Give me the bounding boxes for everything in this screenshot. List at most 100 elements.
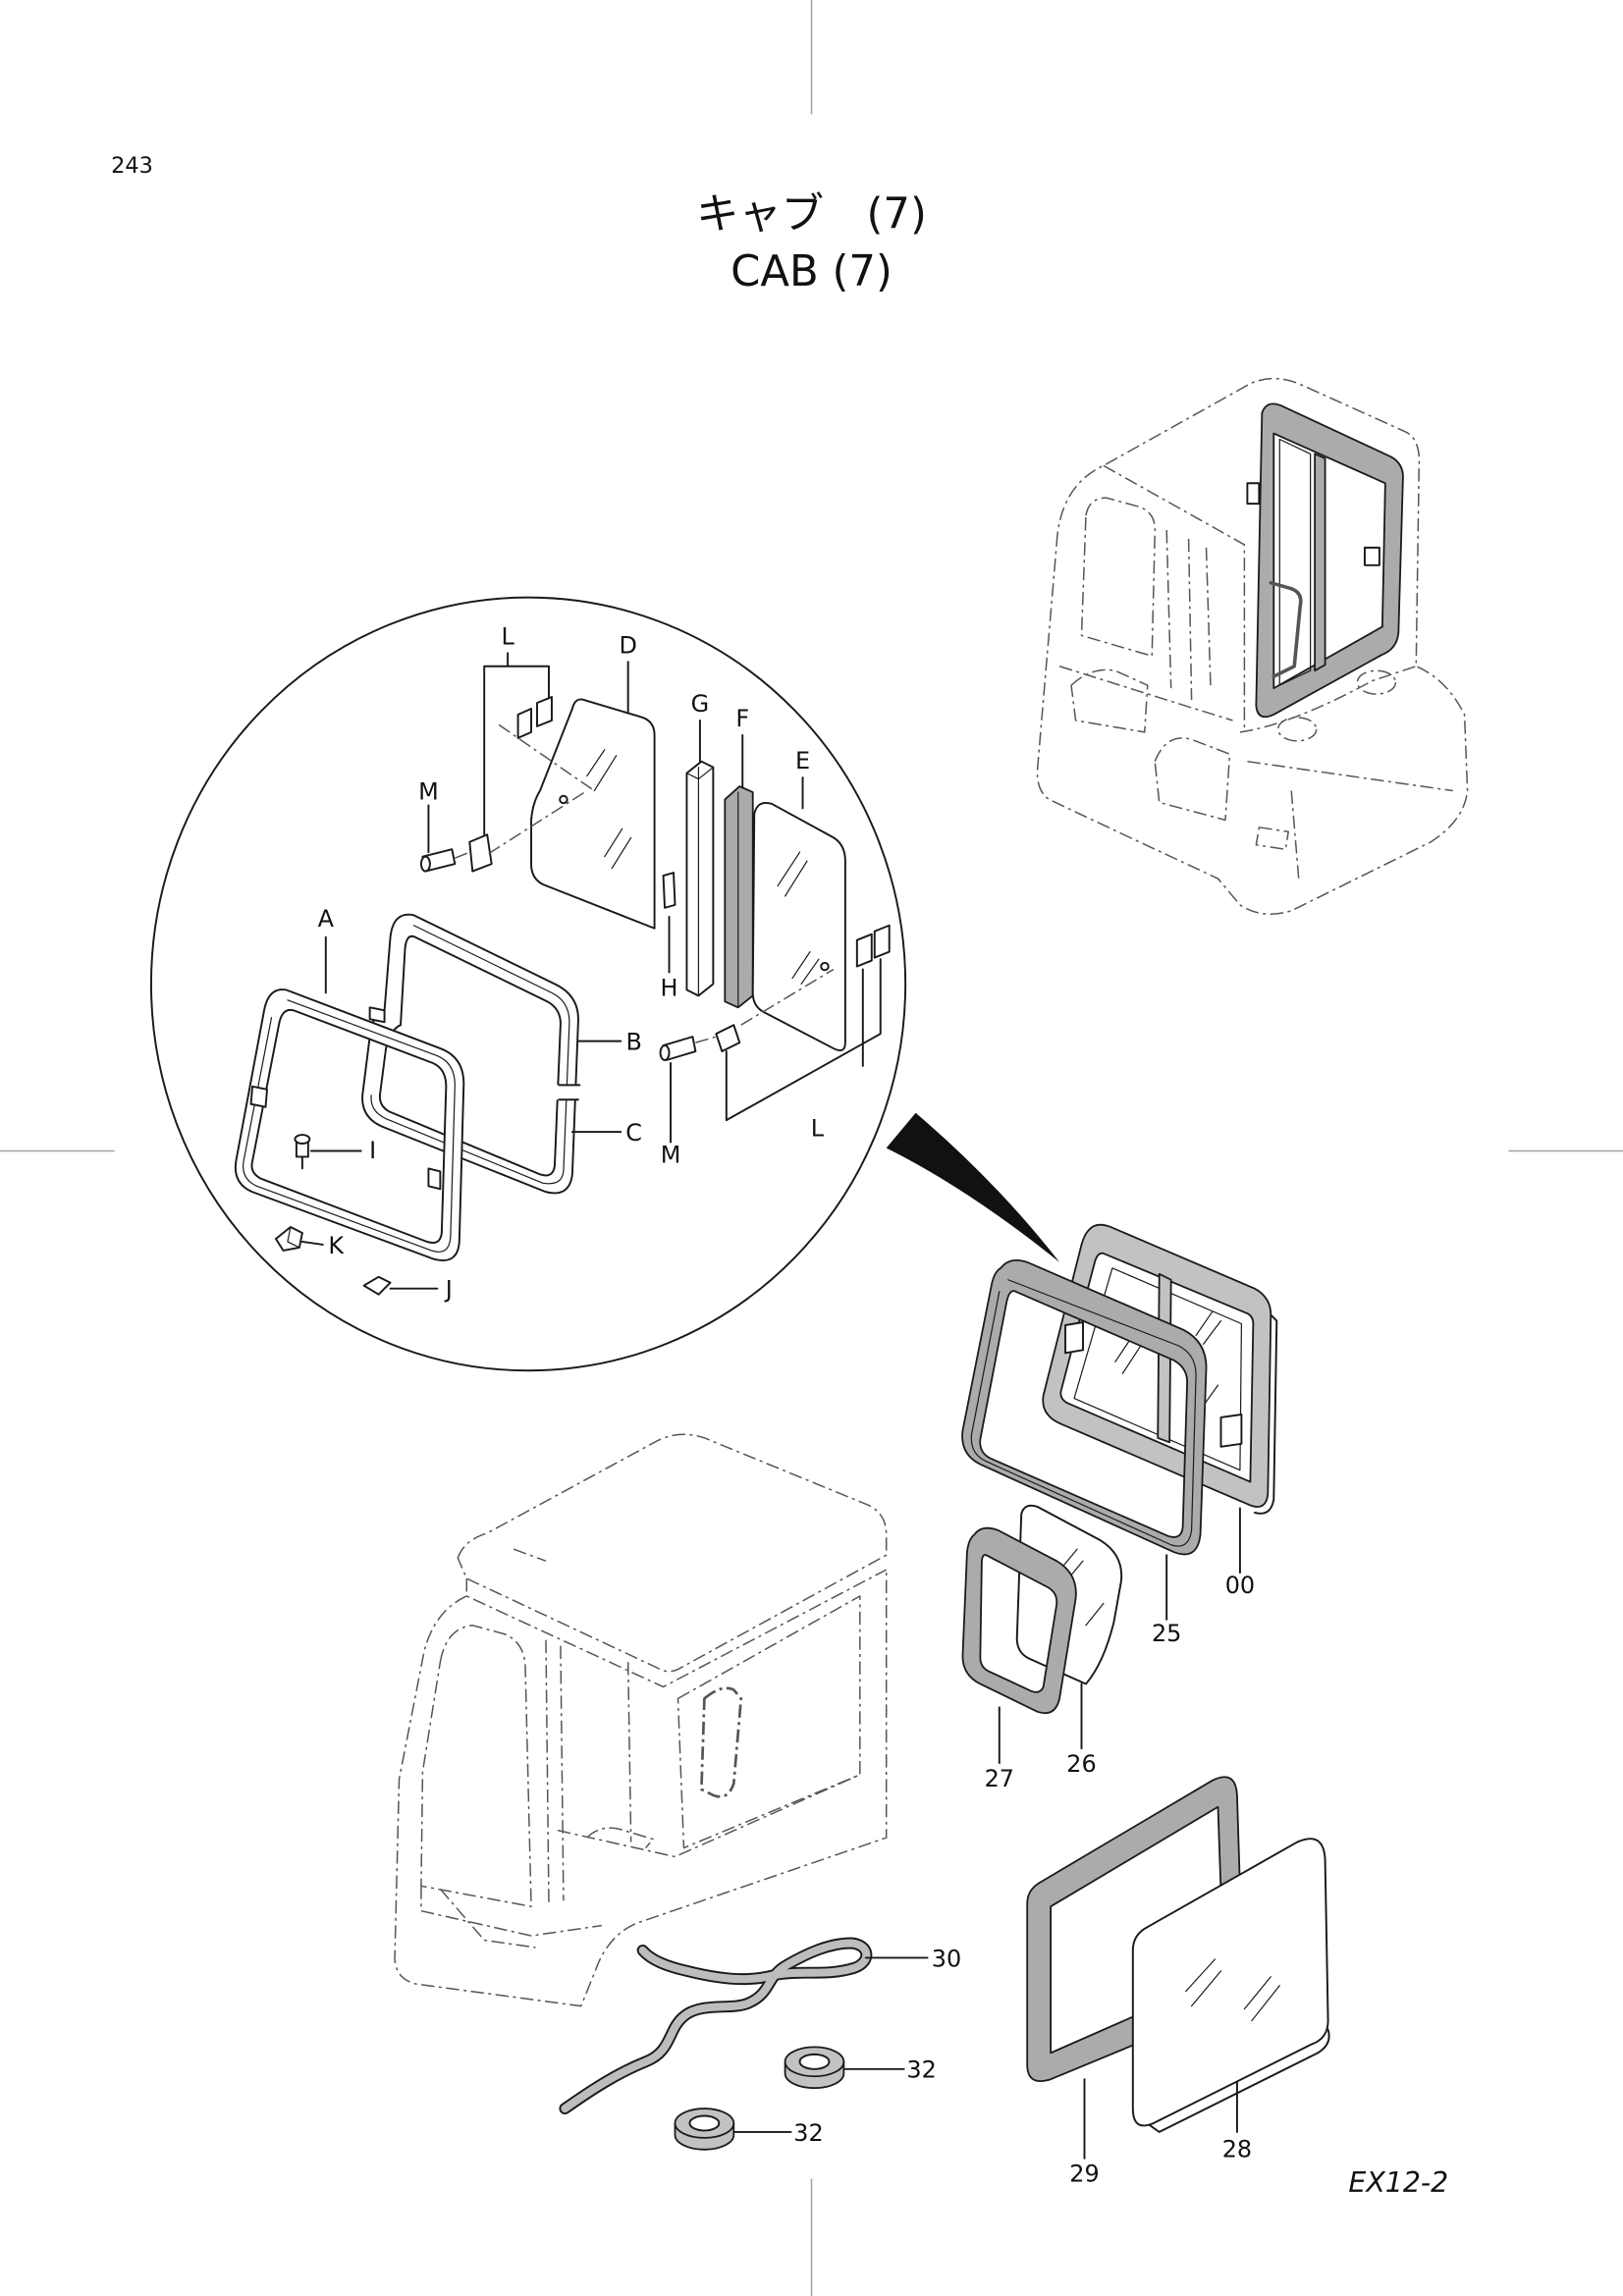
glass-e-hole (820, 961, 830, 972)
weather-strip-25-midline (970, 1279, 1197, 1547)
cab-body-door-opening (420, 1625, 532, 1907)
cab-body-inner-floor (557, 1774, 861, 1858)
window-assembly-divider (1157, 1272, 1172, 1444)
cab-body-floor (420, 1886, 602, 1949)
callout-m-right: M (661, 1141, 681, 1168)
weather-strip-bc-ends (558, 1084, 581, 1101)
callout-29: 29 (1069, 2161, 1099, 2188)
screw-m-right-head (659, 1044, 671, 1061)
part-h (662, 872, 676, 909)
strip-f (724, 785, 754, 1009)
weather-strip-25 (961, 1259, 1208, 1556)
highlighted-window-divider (1314, 453, 1326, 672)
window-latch-right (1363, 546, 1380, 566)
leader-i (300, 1149, 362, 1170)
cab-pillar (1165, 529, 1212, 701)
alignment-line-lower (695, 968, 835, 1043)
callout-k: K (328, 1232, 345, 1259)
cab-light (1255, 827, 1289, 850)
glass-d-glare (586, 749, 632, 870)
cab-body-roof-edge (465, 1548, 888, 1688)
window-assembly-depth-edge (1253, 1313, 1278, 1515)
page-title-japanese: キャブ (7) (696, 190, 927, 240)
cab-body-window-opening (676, 1595, 861, 1849)
callout-26: 26 (1066, 1750, 1096, 1778)
cab-body-inner-opening (700, 1686, 743, 1798)
callout-00: 00 (1225, 1572, 1255, 1599)
callout-27: 27 (985, 1765, 1014, 1792)
weather-strip-30-fill (561, 1939, 871, 2113)
callout-b: B (625, 1029, 641, 1056)
weather-strip-27 (961, 1526, 1077, 1715)
highlighted-window-opening (1269, 580, 1303, 678)
cab-hood-bump-right (1356, 669, 1397, 695)
window-frame-a-midline (243, 999, 456, 1253)
cab-body-pillars (545, 1639, 632, 1904)
callout-30: 30 (932, 1945, 961, 1972)
window-assembly-latch-left (1064, 1321, 1084, 1355)
glass-d (530, 698, 656, 930)
bracket-l-right-upper-2 (873, 924, 891, 959)
callout-i: I (369, 1137, 376, 1164)
window-latch-left (1246, 482, 1261, 506)
leader-k (300, 1240, 324, 1246)
window-assembly-glare (1114, 1310, 1222, 1407)
cab-front-opening (1154, 737, 1231, 822)
window-assembly-frame (1042, 1223, 1272, 1508)
screw-m-left-axis (455, 851, 470, 859)
screw-m-left-head (419, 855, 431, 873)
frame-a-tab-top (368, 1006, 386, 1024)
window-frame-a (234, 988, 465, 1261)
bolt-i-head (294, 1134, 311, 1145)
strip-g-edge (685, 767, 714, 996)
alignment-line-upper (488, 723, 595, 855)
bracket-l-right-upper-1 (855, 933, 873, 968)
ring-32-lower-hole (688, 2114, 721, 2132)
ring-32-upper (784, 2046, 845, 2090)
weather-strip-bc-gap (556, 1085, 583, 1100)
callout-g: G (691, 690, 710, 718)
detail-pointer-wedge (886, 1112, 1060, 1262)
glass-e (751, 801, 846, 1051)
callout-a: A (318, 905, 335, 933)
callout-d: D (619, 631, 636, 659)
callout-j: J (444, 1276, 453, 1304)
bracket-l-upper-2 (536, 696, 553, 727)
weather-strip-bc (361, 913, 579, 1195)
callout-m-left: M (418, 777, 439, 805)
glass-e-glare (777, 851, 820, 986)
glass-d-hole (559, 794, 568, 805)
cab-body-outline (394, 1570, 888, 2007)
highlighted-window-pane (1278, 438, 1312, 686)
callout-l-right: L (811, 1115, 825, 1143)
cab-hood-bump-left (1277, 717, 1318, 742)
highlighted-window-frame (1255, 402, 1404, 719)
detail-circle: L D G F E M A H B C I M L K J (149, 596, 1060, 1372)
glass-28 (1131, 1838, 1329, 2127)
part-j (362, 1275, 392, 1296)
part-k-edge (287, 1226, 300, 1249)
leader-l-top (483, 652, 550, 836)
callout-l-top: L (501, 622, 514, 650)
page-number: 243 (111, 153, 153, 179)
ring-32-upper-hole (798, 2053, 831, 2070)
cab-outline (1036, 377, 1469, 915)
cab-door-window (1080, 497, 1157, 658)
callout-25: 25 (1152, 1620, 1181, 1647)
callout-e: E (795, 747, 810, 774)
cab-body-view (394, 1433, 888, 2007)
cab-step-opening (1070, 668, 1149, 733)
part-k (275, 1226, 303, 1252)
strip-g (685, 760, 715, 997)
leader-l-right (725, 958, 882, 1122)
cab-hood-top (1239, 666, 1453, 880)
callout-f: F (735, 705, 749, 732)
callout-h: H (661, 974, 678, 1001)
window-assembly-latch-right (1219, 1414, 1243, 1448)
cab-side-line (1058, 666, 1233, 721)
window-assembly-00 (1042, 1223, 1278, 1515)
frame-a-tab-right (427, 1167, 442, 1191)
glass-28-glare (1185, 1958, 1280, 2022)
